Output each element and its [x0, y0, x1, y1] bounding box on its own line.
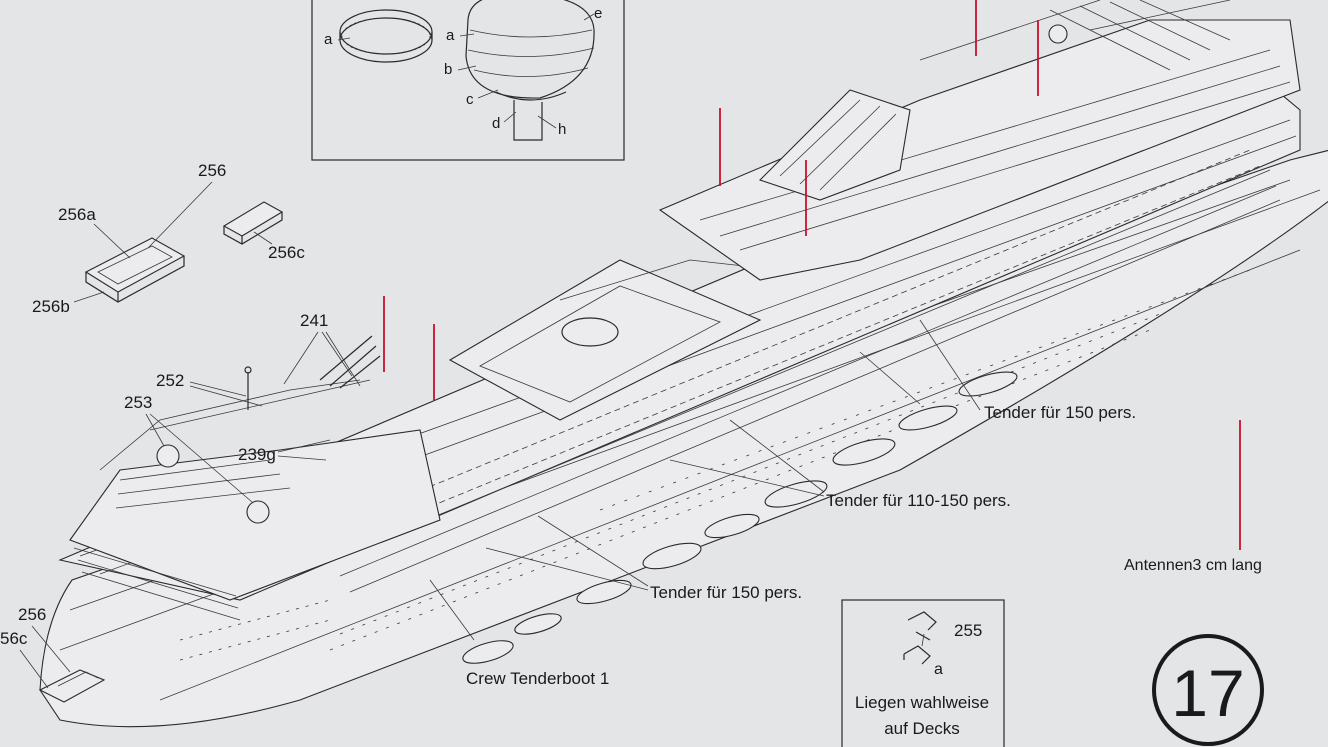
lounger-sub-label: a [934, 661, 943, 678]
inset-label-e: e [594, 5, 602, 22]
label-256c-top: 256c [268, 243, 305, 262]
page-number-badge: 17 [1152, 634, 1264, 746]
callout-antennas: Antennen3 cm lang [1124, 557, 1262, 574]
ship-part-labels: 241 252 253 239g 256 56c [0, 311, 361, 689]
callout-crew-tender: Crew Tenderboot 1 [466, 669, 609, 688]
antenna-marks [383, 0, 1241, 550]
inset-label-a2: a [446, 27, 455, 44]
label-56c: 56c [0, 629, 28, 648]
label-256-bottom: 256 [18, 605, 46, 624]
callout-tender-150-upper: Tender für 150 pers. [984, 403, 1136, 422]
tender-callouts: Tender für 150 pers. Tender für 110-150 … [429, 319, 1262, 688]
inset-detail-box: a a b c d h e [311, 0, 625, 161]
label-256b: 256b [32, 297, 70, 316]
callout-tender-150-lower: Tender für 150 pers. [650, 583, 802, 602]
label-253: 253 [124, 393, 152, 412]
label-256a: 256a [58, 205, 96, 224]
label-241: 241 [300, 311, 328, 330]
label-239g: 239g [238, 445, 276, 464]
cruise-ship-drawing [38, 0, 1328, 728]
label-252: 252 [156, 371, 184, 390]
label-256-top: 256 [198, 161, 226, 180]
inset-label-a1: a [324, 31, 333, 48]
lounger-line-2: auf Decks [884, 719, 960, 738]
inset-label-h: h [558, 121, 566, 138]
part-256-tray: 256 256a 256b 256c [32, 161, 305, 316]
callout-tender-110-150: Tender für 110-150 pers. [826, 491, 1011, 510]
inset-label-c: c [466, 91, 474, 108]
inset-label-d: d [492, 115, 500, 132]
lounger-line-1: Liegen wahlweise [855, 693, 989, 712]
inset-label-b: b [444, 61, 452, 78]
tender-boats [462, 371, 1018, 664]
lounger-box: 255 a Liegen wahlweise auf Decks verteil… [841, 599, 1005, 747]
page-number: 17 [1171, 656, 1244, 730]
lounger-line-3: verteilen [890, 745, 954, 747]
lounger-part-number: 255 [954, 621, 982, 640]
